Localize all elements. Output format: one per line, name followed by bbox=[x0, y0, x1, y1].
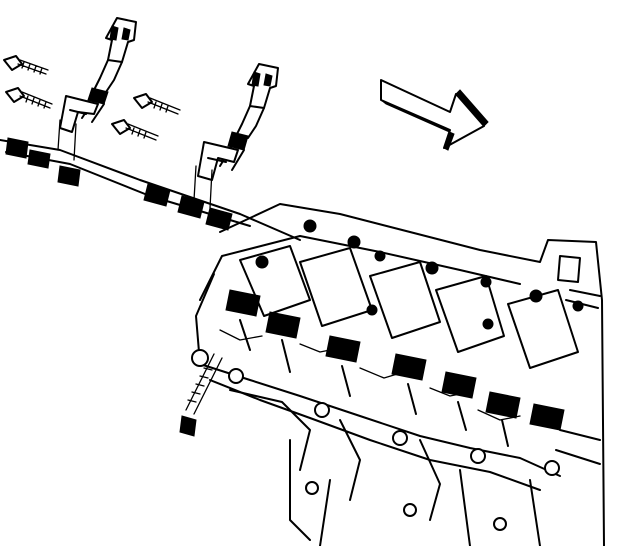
coil-connector-left-icon bbox=[59, 17, 137, 133]
rocker-arm-icon bbox=[219, 219, 584, 447]
coil-connector-right-icon bbox=[197, 63, 279, 181]
direction-arrow-icon bbox=[380, 79, 489, 151]
wiring-harness-icon bbox=[0, 119, 301, 241]
bolt-icon bbox=[3, 55, 223, 437]
cylinder-head-icon bbox=[191, 203, 605, 546]
